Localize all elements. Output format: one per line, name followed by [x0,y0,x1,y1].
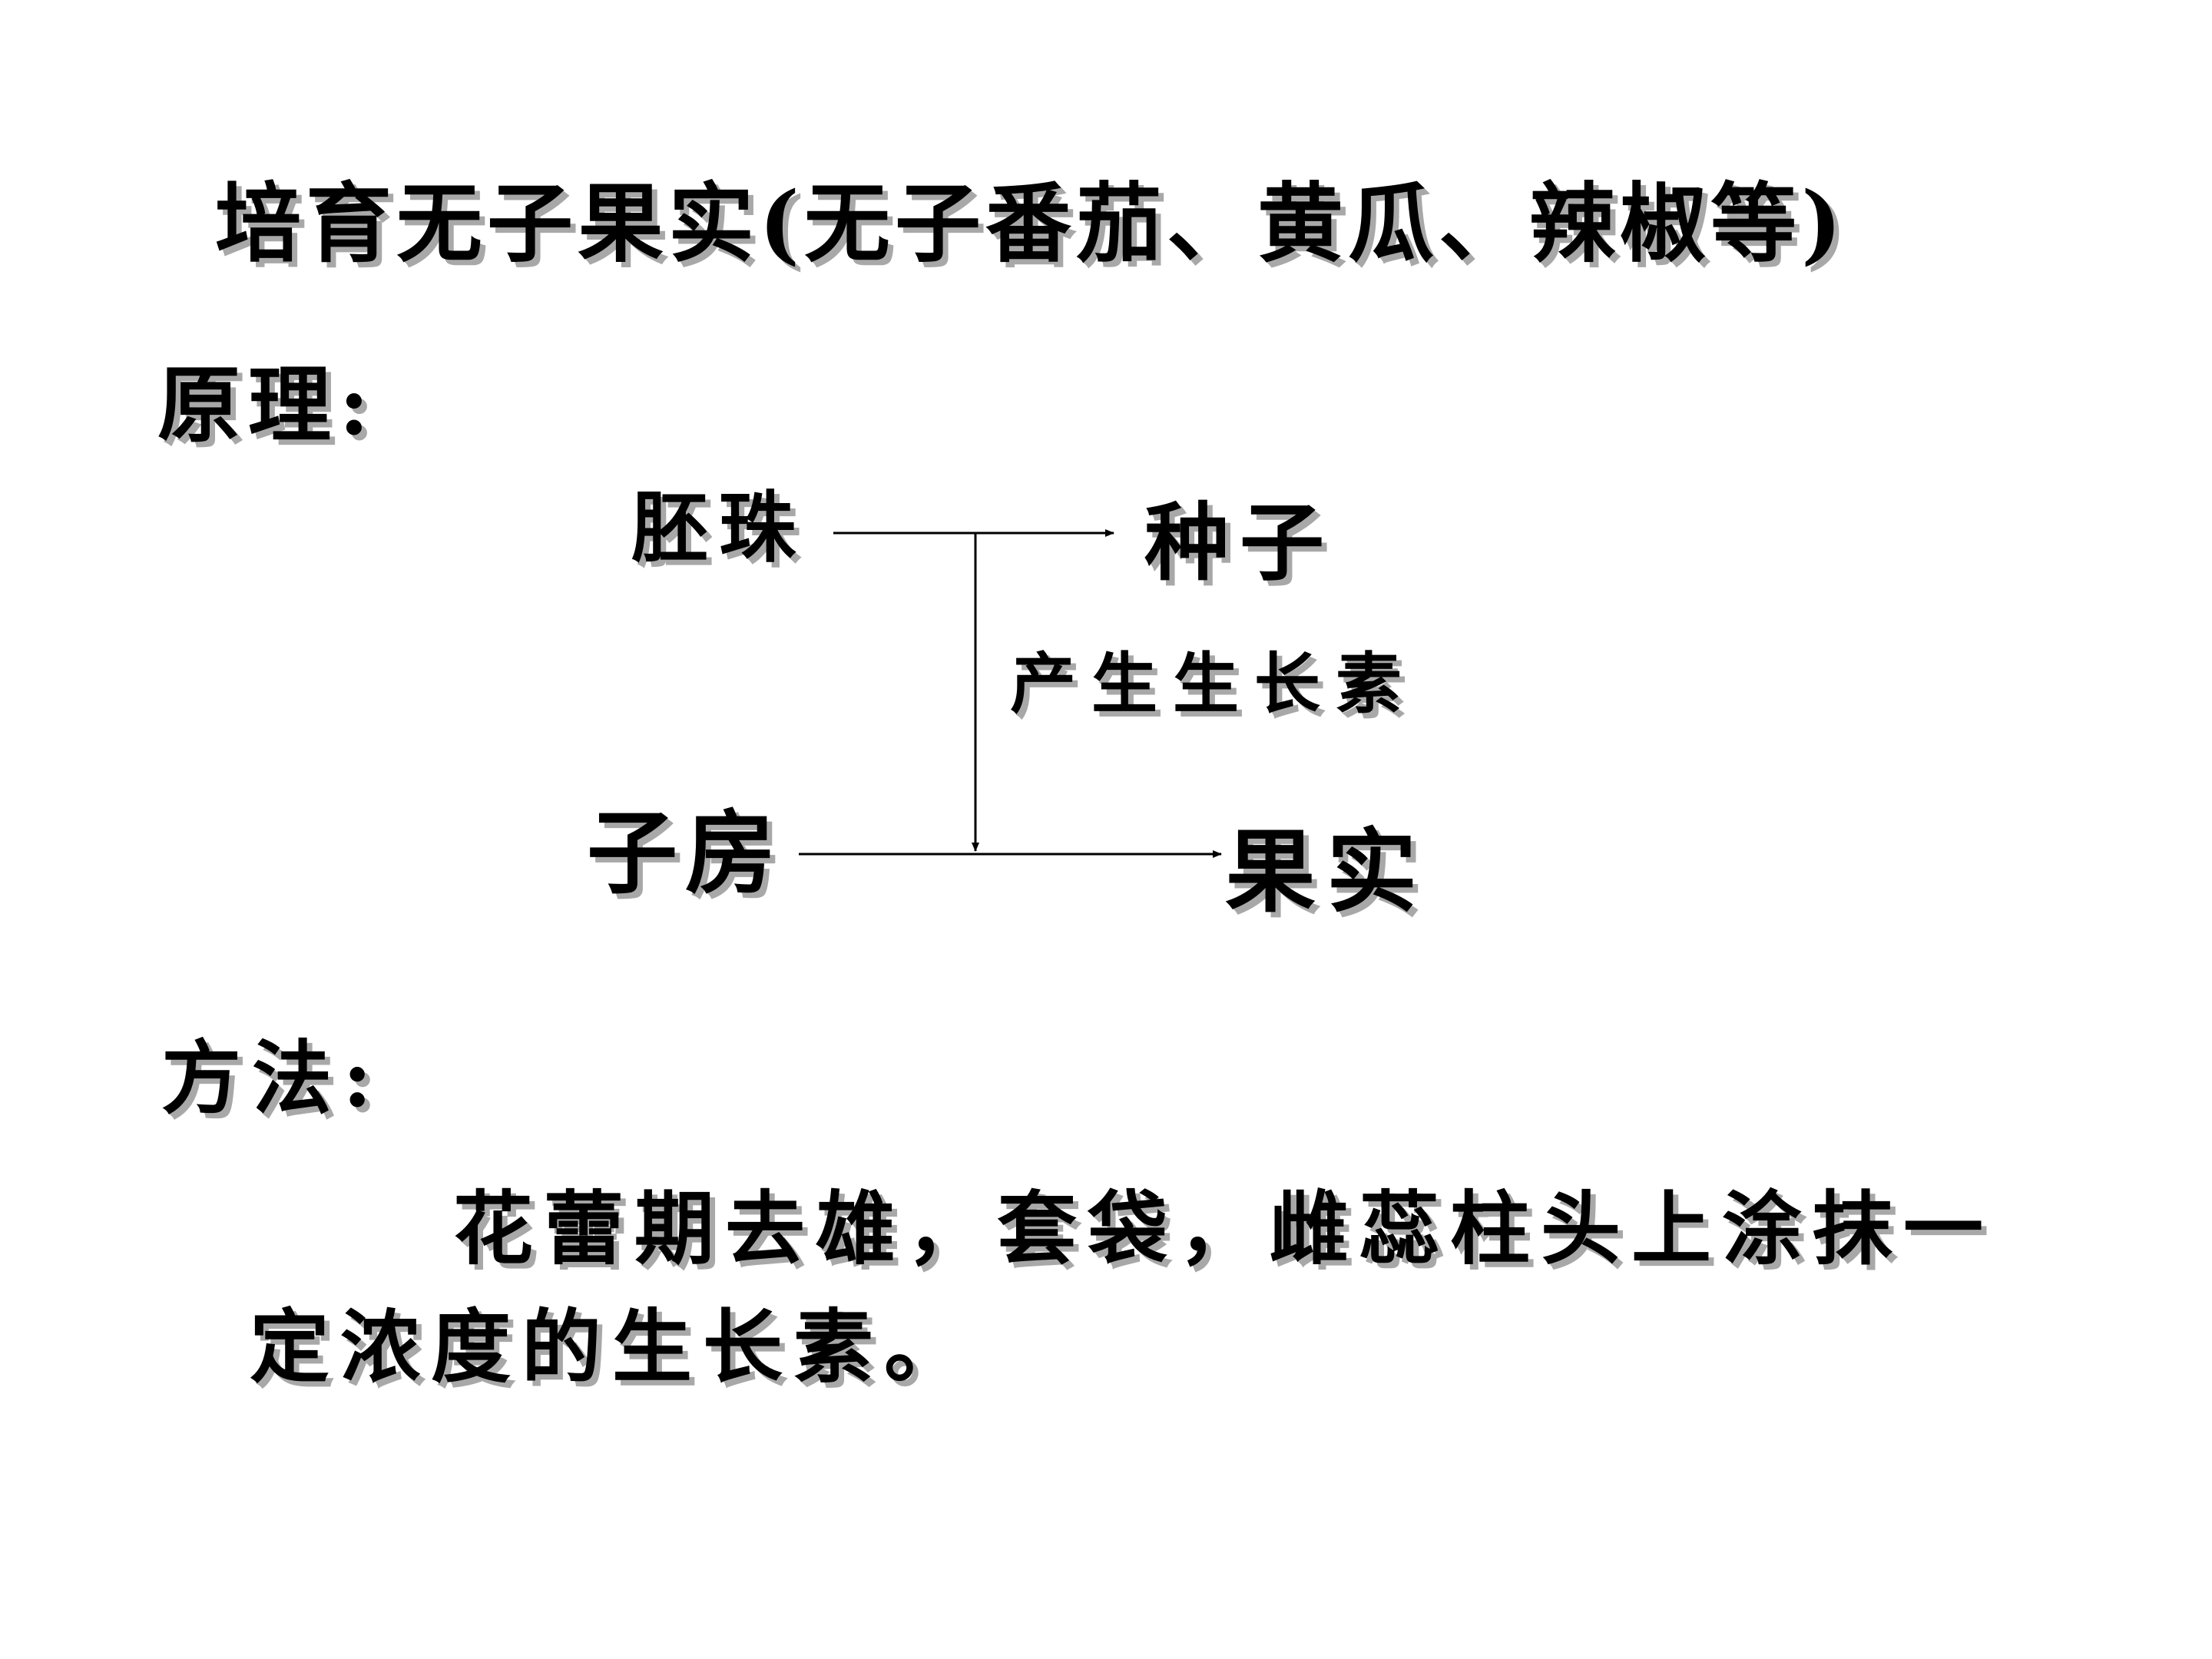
method-text-line-2: 定浓度的生长素。 [250,1300,975,1394]
slide-title: 培育无子果实(无子番茄、黄瓜、辣椒等) [215,174,1846,274]
method-heading: 方法: [161,1031,383,1125]
ovule-node: 胚珠 [631,482,806,573]
fruit-node: 果实 [1225,818,1429,925]
principle-heading: 原理: [157,357,377,454]
method-text-line-1: 花蕾期去雄，套袋，雌蕊柱头上涂抹一 [453,1181,1995,1276]
auxin-label: 产生生长素 [1010,645,1417,723]
ovary-node: 子房 [587,800,784,906]
seed-node: 种子 [1144,493,1335,592]
